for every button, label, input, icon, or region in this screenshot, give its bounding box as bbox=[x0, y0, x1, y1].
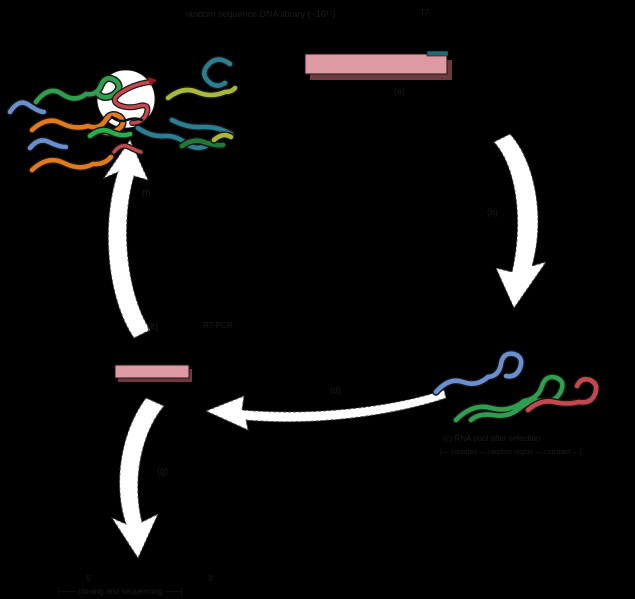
final-caption: |—— cloning and sequencing ——| bbox=[58, 587, 183, 596]
rna-strand-orange-lower bbox=[32, 157, 111, 170]
rna-strand-olive-small bbox=[214, 135, 231, 140]
enriched-dna-bar bbox=[114, 364, 192, 382]
selection-complex bbox=[10, 60, 235, 171]
rna-pool-strand-blue bbox=[436, 354, 521, 392]
t7-promoter-label: T7 bbox=[420, 8, 430, 17]
rna-strand-blue-small bbox=[30, 140, 66, 148]
step-label-f: (f) bbox=[142, 188, 151, 198]
bar-body bbox=[304, 53, 448, 75]
cloning-arrow-down bbox=[110, 397, 165, 560]
three-prime-label: 3' bbox=[208, 574, 214, 583]
bound-rna-strand-red bbox=[115, 77, 157, 123]
red-strand-arrow-tip bbox=[148, 77, 157, 86]
rna-pool-caption-line2: |— constant — random region — constant —… bbox=[440, 449, 582, 456]
step-label-d: (d) bbox=[330, 385, 341, 395]
black-squiggle bbox=[110, 115, 144, 123]
five-prime-label: 5' bbox=[86, 574, 92, 583]
step-label-e: (e) bbox=[147, 321, 158, 331]
step-label-g: (g) bbox=[157, 466, 168, 476]
rna-strand-teal-curl bbox=[204, 60, 230, 86]
t7-promoter-tag bbox=[426, 50, 449, 57]
rt-pcr-caption: RT-PCR bbox=[203, 321, 233, 330]
dna-library-bar bbox=[304, 50, 452, 80]
selection-rtpcr-arrow-long-left bbox=[204, 389, 447, 431]
cycle-arrows bbox=[102, 133, 548, 560]
step-label-b: (b) bbox=[487, 207, 498, 217]
rna-pool bbox=[436, 354, 596, 420]
step-label-a: (a) bbox=[394, 86, 405, 96]
transcription-arrow-right bbox=[493, 133, 548, 310]
next-round-arrow-left-up bbox=[102, 138, 151, 339]
rna-strand-bright-green bbox=[90, 130, 130, 136]
bar-body bbox=[114, 364, 190, 379]
library-title: random sequence DNA library (~10¹⁵) bbox=[185, 9, 336, 19]
rna-strand-olive bbox=[168, 88, 235, 98]
rna-pool-caption-line1: (c) RNA pool after selection bbox=[443, 434, 540, 443]
